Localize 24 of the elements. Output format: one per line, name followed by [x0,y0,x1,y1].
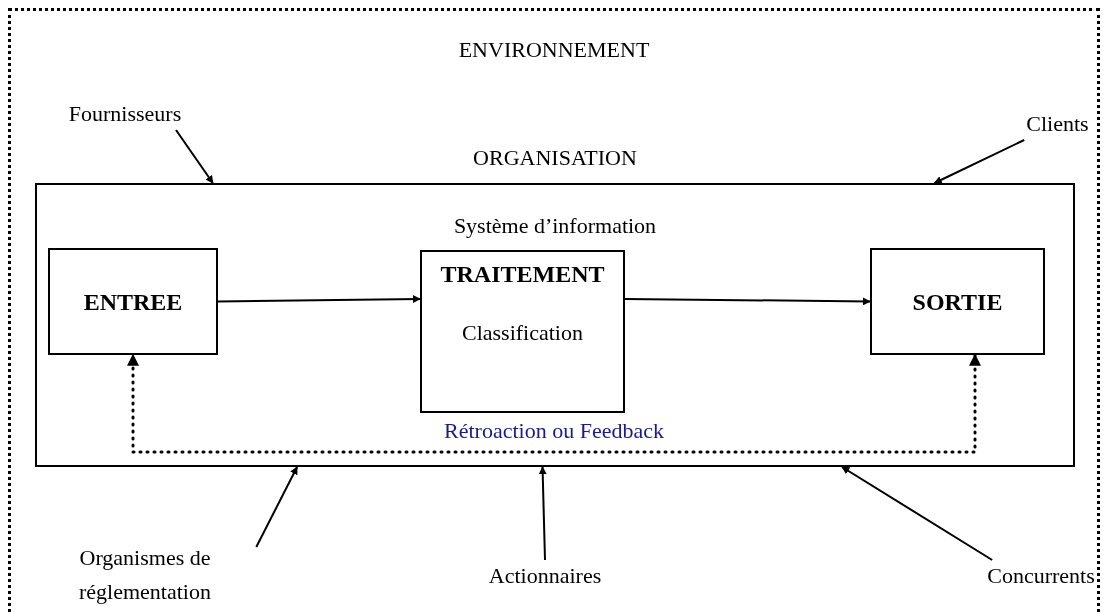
organization-heading: ORGANISATION [472,144,638,172]
stakeholder-label: Actionnaires [485,560,605,592]
box-title: SORTIE [912,287,1003,317]
arrow [217,295,421,303]
stakeholder-label: Fournisseurs [40,98,210,130]
arrow [624,297,871,306]
process-box [420,250,625,413]
box-title: TRAITEMENT [440,260,605,289]
arrow [255,466,299,548]
system-heading: Système d’information [452,213,658,239]
stakeholder-label: Concurrents [980,560,1102,592]
arrow [538,466,547,561]
stakeholder-label: Organismes de réglementation [40,540,250,610]
arrow [175,129,214,184]
stakeholder-label: Clients [1010,108,1105,140]
box-title: ENTREE [83,287,183,317]
box-subtitle: Classification [462,319,583,347]
process-box [48,248,218,355]
environment-heading: ENVIRONNEMENT [457,36,651,64]
environment-boundary [8,8,1100,612]
feedback-arrow [127,353,981,454]
process-box [870,248,1045,355]
arrow [841,466,994,561]
arrow [933,139,1026,184]
